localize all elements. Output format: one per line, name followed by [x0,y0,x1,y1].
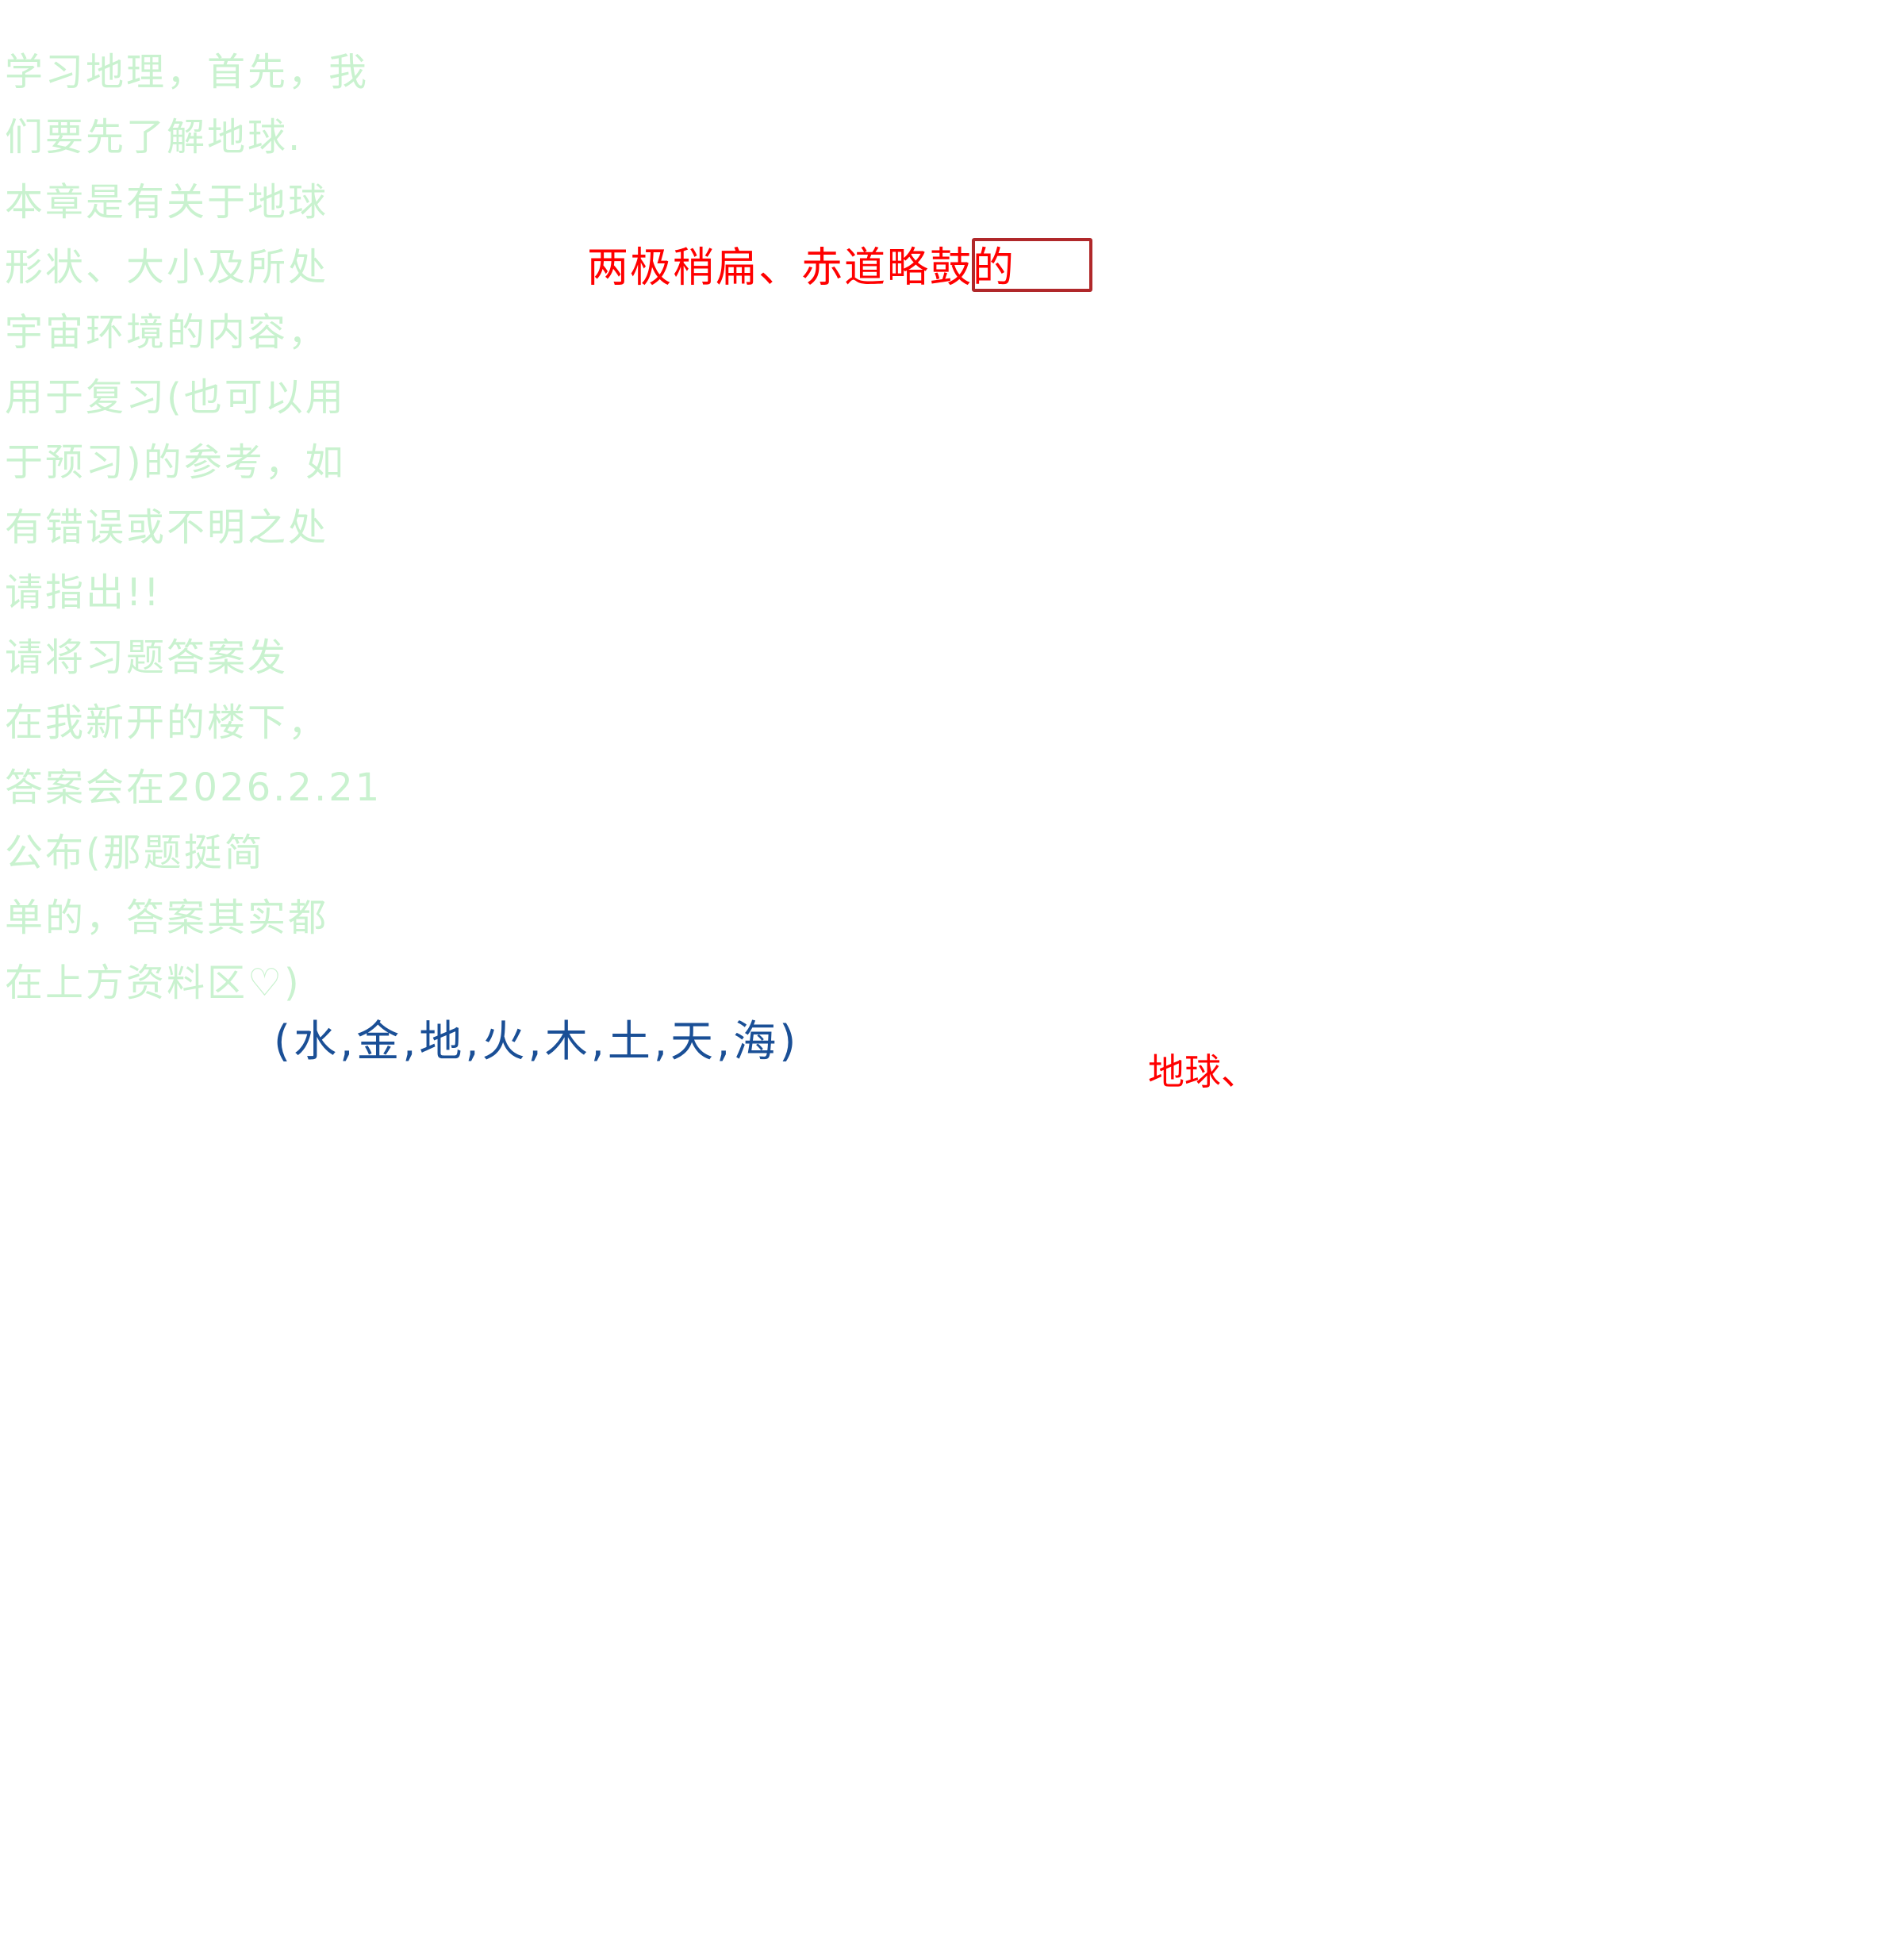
note-line-7: 于预习)的参考，如 [5,440,346,485]
note-line-6: 用于复习(也可以用 [5,375,346,420]
earth-label: 地球、 [1148,1050,1257,1093]
intro-note: 学习地理，首先，我 们要先了解地球. 本章是有关于地球 形状、大小及所处 宇宙环… [5,40,382,1015]
planet-list: (水,金,地,火,木,土,天,海) [274,1016,800,1066]
note-line-8: 有错误或不明之处 [5,505,329,550]
note-line-10: 请将习题答案发 [5,635,289,680]
note-line-4: 形状、大小及所处 [5,245,329,290]
note-line-13: 公布(那题挺简 [5,831,265,875]
note-line-14: 单的，答案其实都 [5,896,329,940]
fill-in-question: 两极稍扁、赤道略鼓的 [587,244,1016,292]
note-line-2: 们要先了解地球. [5,115,303,159]
note-line-12: 答案会在2026.2.21 [5,766,382,810]
note-line-15: 在上方资料区♡) [5,961,301,1005]
answer-blank[interactable] [972,238,1092,292]
note-line-3: 本章是有关于地球 [5,180,329,225]
note-line-11: 在我新开的楼下， [5,700,329,745]
note-line-9: 请指出!! [5,570,162,615]
note-line-1: 学习地理，首先，我 [5,50,370,94]
note-line-5: 宇宙环境的内容， [5,310,329,355]
